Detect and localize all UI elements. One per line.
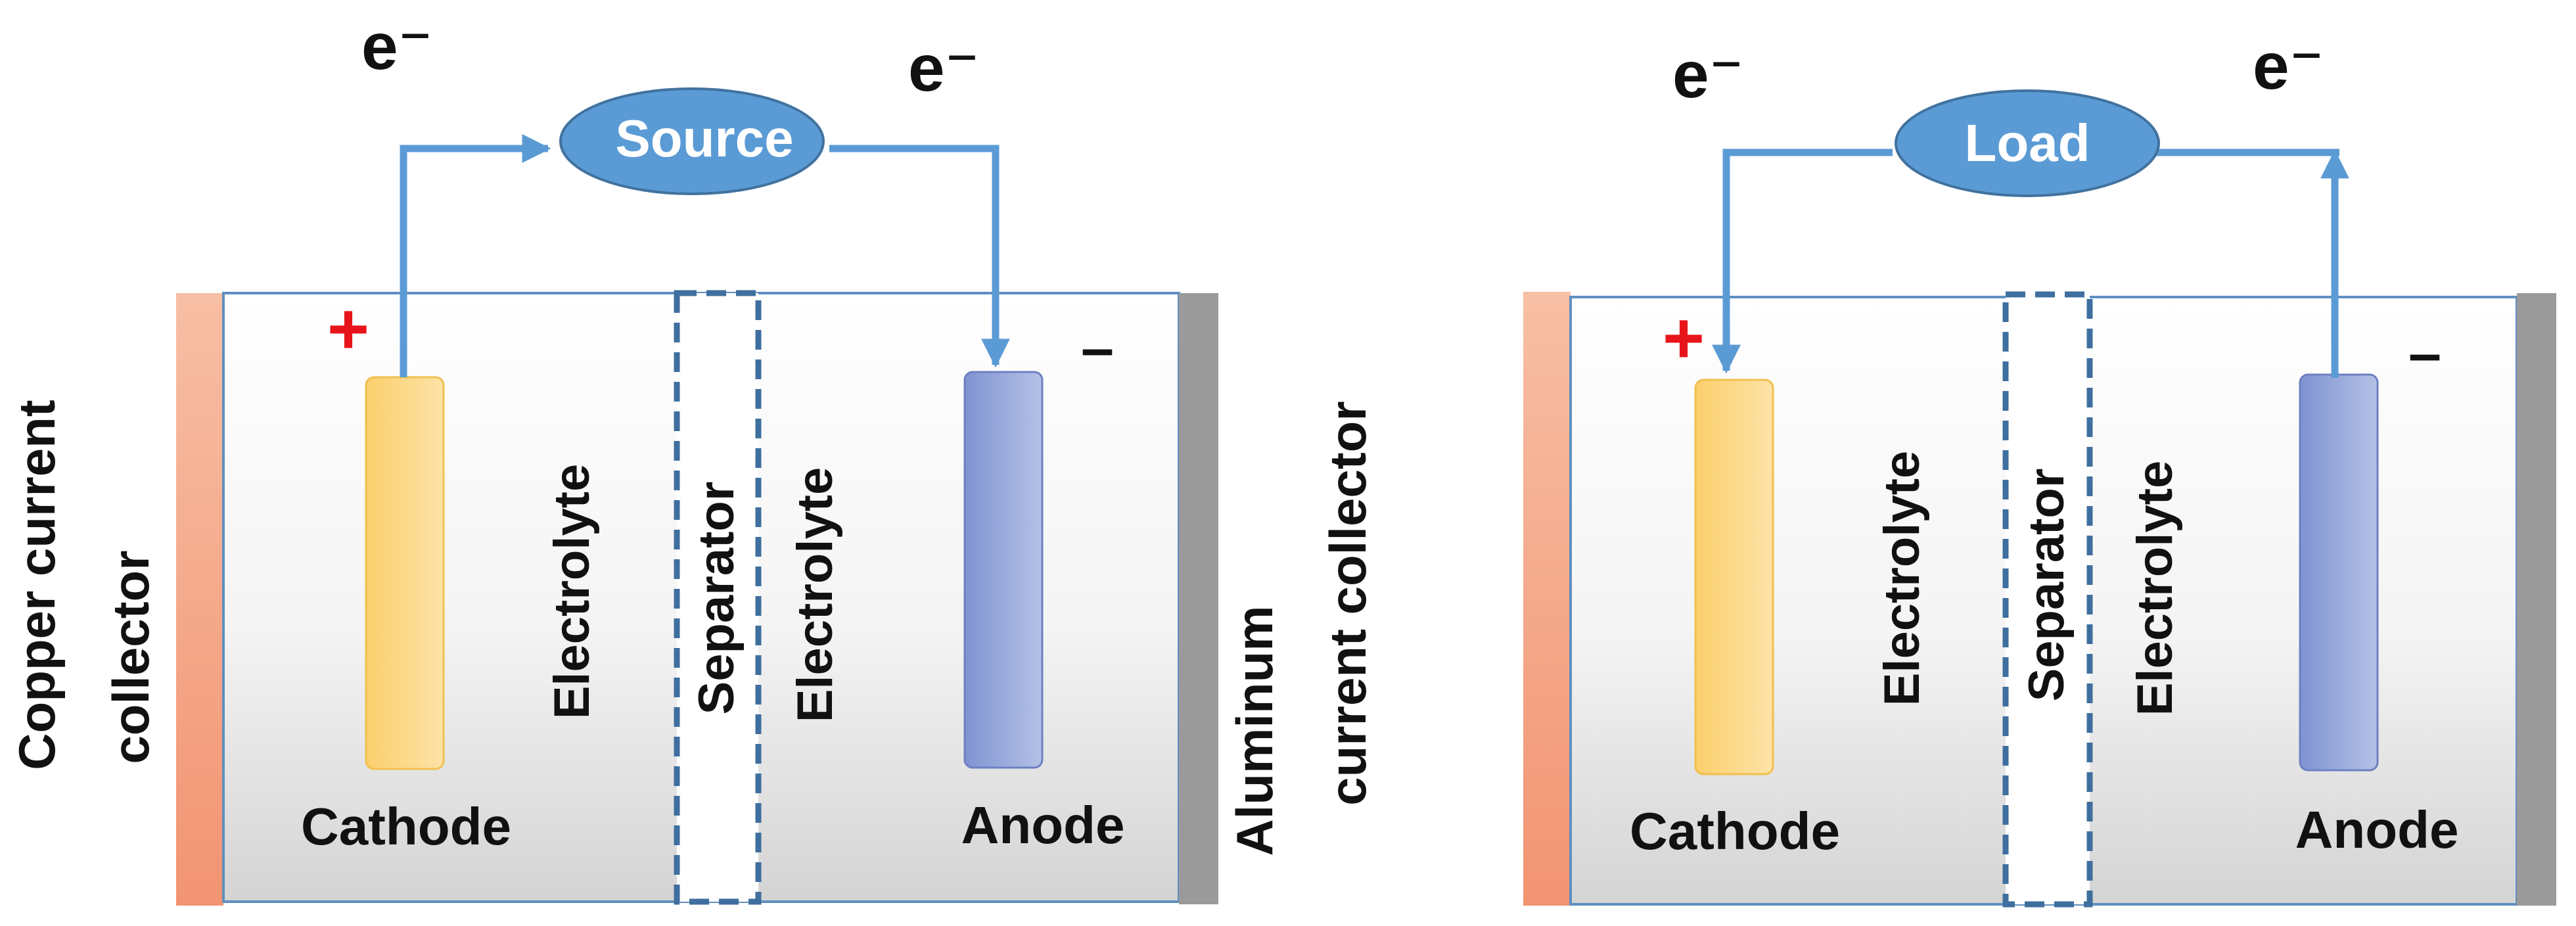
- copper-collector-label-line2: collector: [102, 550, 160, 764]
- separator-label-2: Separator: [2019, 469, 2075, 702]
- charging-panel: Source e⁻ e⁻ + – Cathode Anode Electroly…: [176, 10, 1218, 906]
- electron-label-1: e⁻: [361, 10, 432, 83]
- anode-left: [963, 371, 1044, 769]
- separator-left: [674, 290, 762, 905]
- aluminum-collector-label-line1: Aluminum: [1226, 605, 1283, 856]
- electrolyte-label-right: Electrolyte: [787, 467, 843, 723]
- electrolyte-label-left-2: Electrolyte: [1874, 451, 1930, 706]
- anode-right: [2299, 373, 2379, 772]
- copper-collector-left: [176, 293, 223, 906]
- electrolyte-label-left: Electrolyte: [544, 464, 600, 720]
- minus-sign-right: –: [2408, 321, 2441, 386]
- load-label: Load: [1964, 114, 2090, 172]
- aluminum-collector-label-line2: current collector: [1319, 401, 1377, 806]
- cathode-label: Cathode: [301, 797, 511, 856]
- load-device: [1895, 89, 2160, 197]
- anode-label: Anode: [961, 796, 1125, 854]
- copper-collector-label-line1: Copper current: [8, 400, 66, 770]
- electron-label-3: e⁻: [1672, 38, 1743, 112]
- aluminum-collector-left: [1179, 293, 1218, 904]
- separator-right: [2002, 291, 2093, 908]
- plus-sign-right: +: [1663, 298, 1705, 379]
- separator-label: Separator: [689, 482, 745, 715]
- source-label: Source: [615, 109, 793, 168]
- electrolyte-label-right-2: Electrolyte: [2127, 461, 2183, 716]
- minus-sign: –: [1081, 315, 1114, 381]
- discharging-panel: Load e⁻ e⁻ + – Cathode Anode Electrolyte…: [1523, 30, 2556, 908]
- cathode-right: [1694, 379, 1774, 776]
- copper-collector-right: [1523, 292, 1571, 906]
- electron-label-2: e⁻: [908, 32, 979, 105]
- plus-sign: +: [327, 289, 369, 369]
- aluminum-collector-right: [2517, 293, 2556, 906]
- electron-label-4: e⁻: [2253, 30, 2324, 103]
- anode-label-right: Anode: [2295, 800, 2459, 859]
- wire-to-cathode: [1712, 149, 1893, 374]
- wire-to-source: [400, 134, 551, 377]
- cathode-left: [365, 376, 445, 770]
- source-device: [559, 87, 825, 195]
- wire-to-anode: [829, 145, 1010, 368]
- cathode-label-right: Cathode: [1630, 802, 1840, 860]
